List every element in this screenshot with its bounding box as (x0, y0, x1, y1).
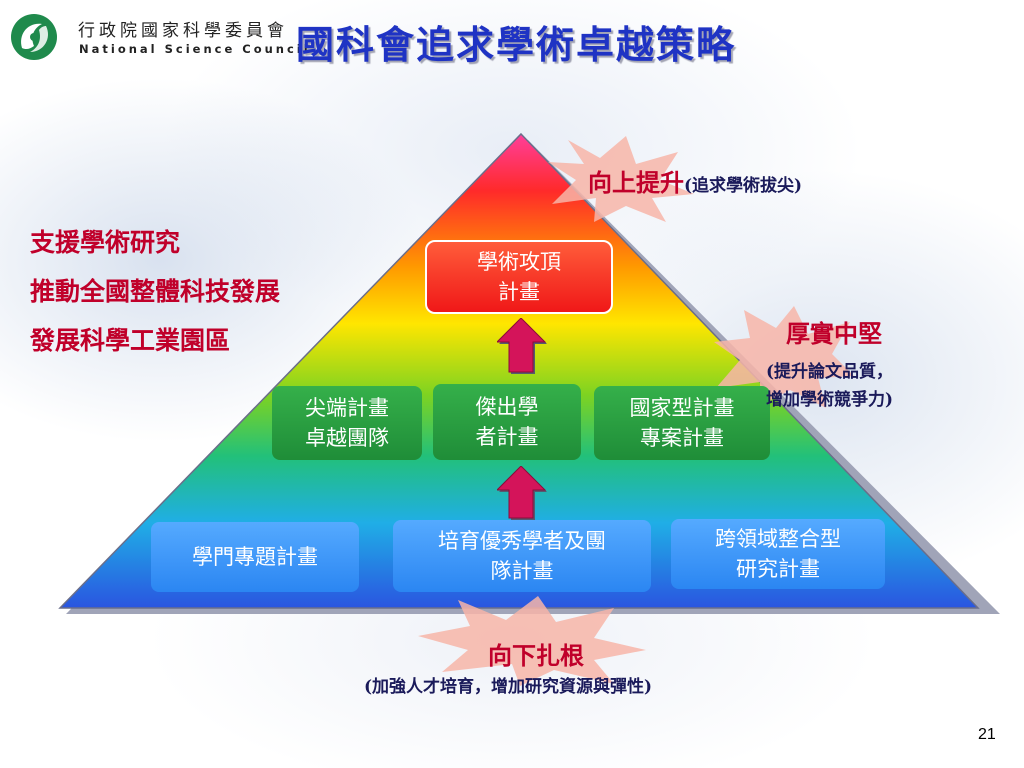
label-bottom: 向下扎根 (488, 636, 584, 671)
left-text-list: 支援學術研究 推動全國整體科技發展 發展科學工業園區 (30, 218, 280, 365)
label-top-main: 向上提升 (588, 168, 684, 197)
box-scholar-cultivation: 培育優秀學者及團 隊計畫 (393, 520, 651, 592)
nsc-logo-icon (11, 14, 57, 60)
box-academic-summit: 學術攻頂 計畫 (425, 240, 613, 314)
org-name-en: National Science Council (79, 42, 311, 56)
label-middle-main: 厚實中堅 (786, 319, 882, 348)
arrow-up-lower-icon (497, 466, 547, 520)
box-discipline-project: 學門專題計畫 (151, 522, 359, 592)
burst-middle-icon (714, 306, 854, 408)
label-middle: 厚實中堅 (786, 314, 882, 349)
box-distinguished-scholar: 傑出學 者計畫 (433, 384, 581, 460)
slide-title: 國科會追求學術卓越策略 (296, 22, 737, 67)
left-list-item-3: 發展科學工業園區 (30, 326, 231, 355)
burst-bottom-icon (418, 596, 646, 686)
label-bottom-main: 向下扎根 (488, 641, 584, 670)
org-name-zh: 行政院國家科學委員會 (78, 21, 288, 41)
label-bottom-sub: (加強人才培育，增加研究資源與彈性) (364, 677, 653, 697)
label-middle-sub: (提升論文品質， 增加學術競爭力) (766, 362, 894, 410)
left-list-item-2: 推動全國整體科技發展 (30, 277, 281, 306)
left-list-item-1: 支援學術研究 (30, 228, 181, 257)
page-number: 21 (978, 726, 996, 743)
burst-top-icon (548, 136, 694, 222)
nsc-logo: 行政院國家科學委員會 National Science Council (8, 12, 308, 62)
box-interdisciplinary: 跨領域整合型 研究計畫 (671, 519, 885, 589)
box-national-project: 國家型計畫 專案計畫 (594, 386, 770, 460)
label-top-sub: (追求學術拔尖) (684, 176, 803, 196)
label-top: 向上提升(追求學術拔尖) (588, 163, 802, 198)
arrow-up-upper-icon (497, 318, 547, 374)
box-frontier-team: 尖端計畫 卓越團隊 (272, 386, 422, 460)
